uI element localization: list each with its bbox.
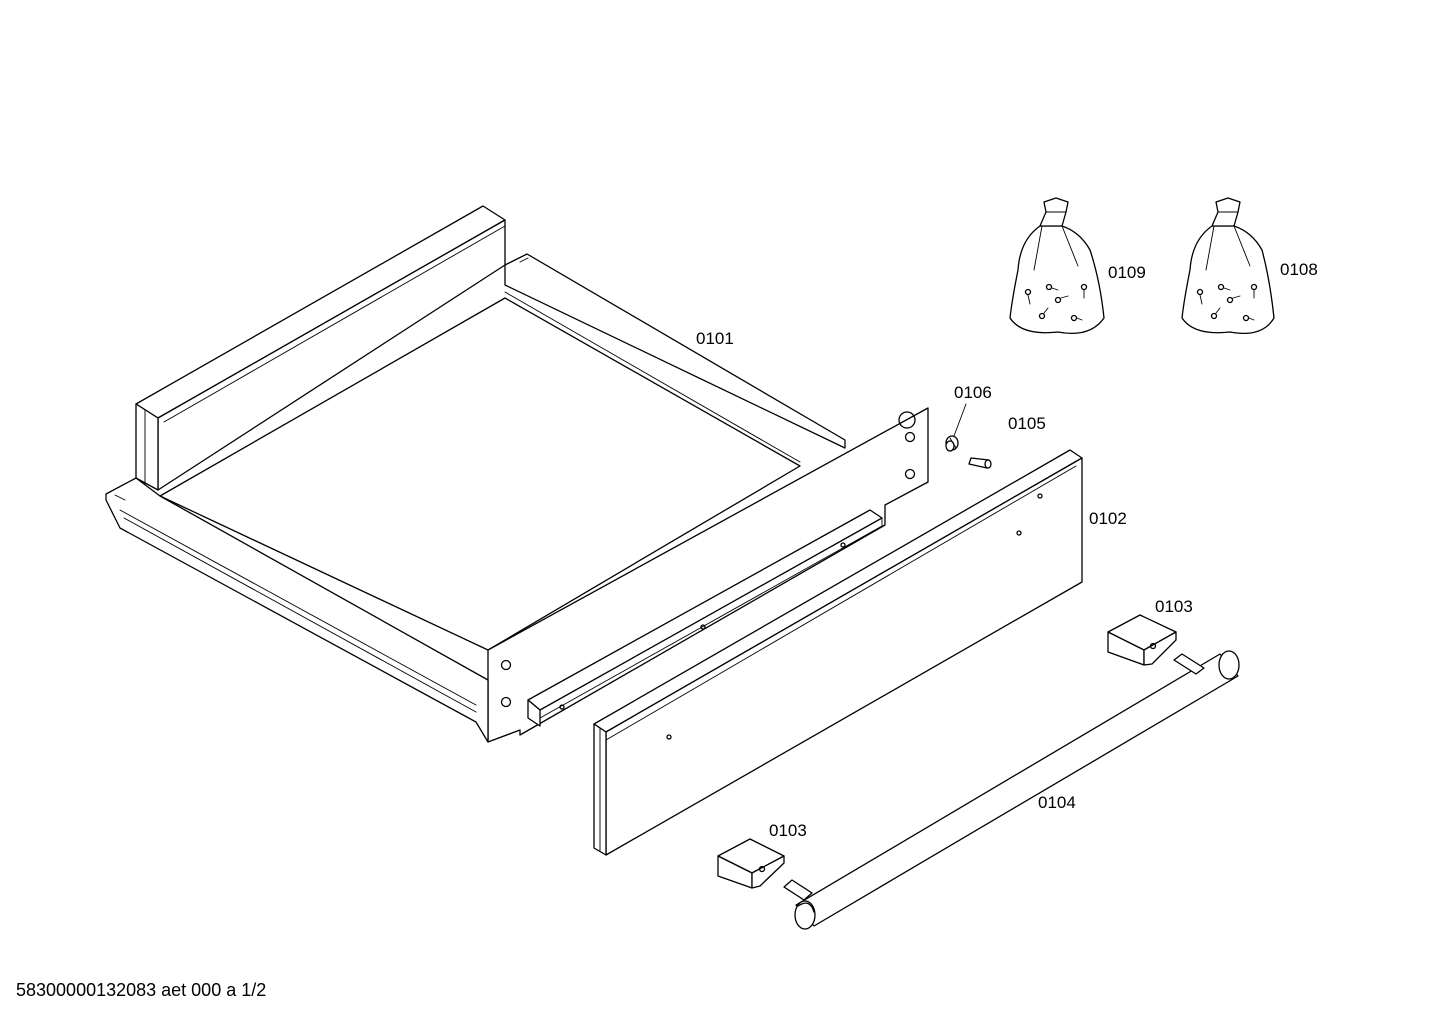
callout-label: 0101 xyxy=(696,329,734,348)
callout-label: 0105 xyxy=(1008,414,1046,433)
document-footer-id: 58300000132083 aet 000 a 1/2 xyxy=(16,980,267,1000)
callout-label: 0106 xyxy=(954,383,992,402)
callout-label: 0104 xyxy=(1038,793,1076,812)
callout-label: 0109 xyxy=(1108,263,1146,282)
drawer-body-part xyxy=(105,205,929,743)
handle-bar-part xyxy=(783,650,1240,930)
pin-part xyxy=(968,457,992,469)
leader-line xyxy=(953,403,967,437)
callout-label: 0108 xyxy=(1280,260,1318,279)
handle-holder-lower-part xyxy=(717,838,785,889)
callout-label: 0103 xyxy=(769,821,807,840)
handle-holder-upper-part xyxy=(1107,614,1177,666)
front-panel-part xyxy=(593,449,1083,856)
callout-label: 0103 xyxy=(1155,597,1193,616)
screw-bag-a-part xyxy=(1009,197,1105,335)
screw-bag-b-part xyxy=(1181,197,1275,335)
screw-cap-part xyxy=(945,435,959,452)
callout-label: 0102 xyxy=(1089,509,1127,528)
